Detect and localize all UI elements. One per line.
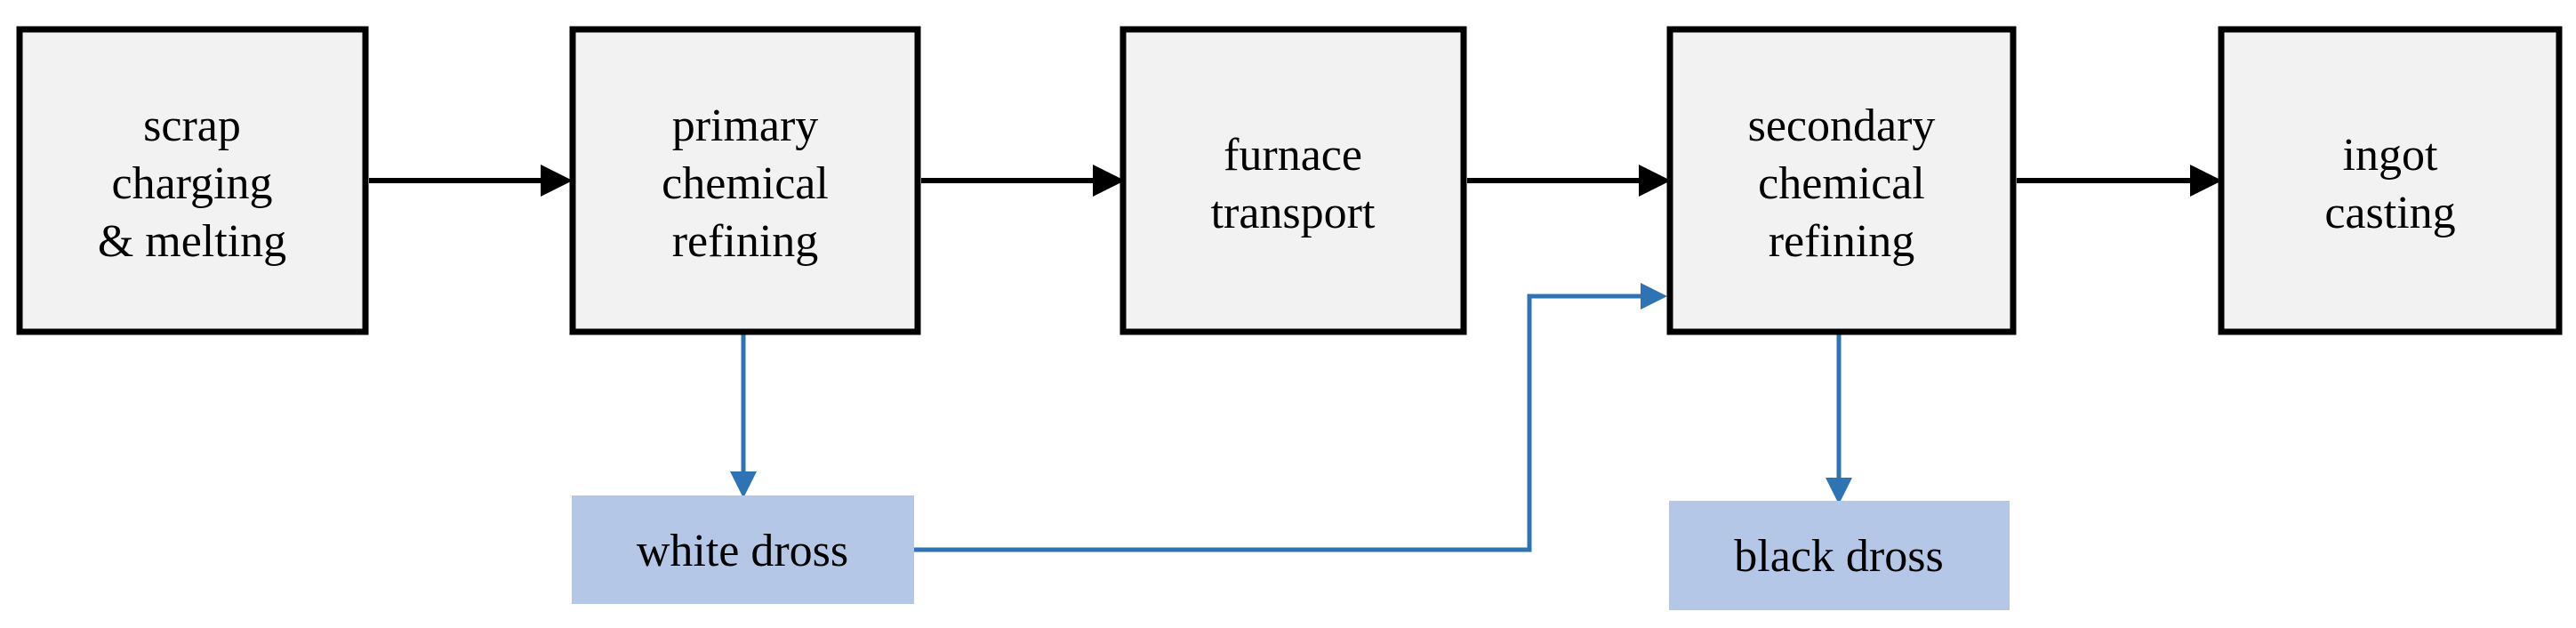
step-label-line: furnace [1224, 130, 1362, 181]
step-secondary-chemical-refining: secondary chemical refining [1666, 26, 2017, 335]
step-label-line: chemical [662, 158, 829, 209]
step-label-line: transport [1211, 188, 1376, 238]
step-label-line: & melting [98, 216, 286, 267]
step-label-line: primary [672, 101, 819, 151]
step-label-line: chemical [1758, 158, 1925, 209]
step-label-line: casting [2324, 188, 2455, 238]
step-label-line: refining [1769, 216, 1915, 267]
step-label-line: refining [672, 216, 819, 267]
byproduct-label: white dross [637, 526, 848, 576]
arrow-white-dross-to-secondary [914, 283, 1667, 552]
byproduct-black-dross: black dross [1669, 501, 2010, 610]
step-scrap-charging-melting: scrap charging & melting [16, 26, 369, 335]
step-ingot-casting: ingot casting [2218, 26, 2563, 335]
step-primary-chemical-refining: primary chemical refining [569, 26, 921, 335]
step-label-line: ingot [2343, 130, 2438, 181]
step-label-line: scrap [143, 101, 241, 151]
step-furnace-transport: furnace transport [1119, 26, 1467, 335]
byproduct-label: black dross [1734, 531, 1943, 582]
step-label-line: secondary [1748, 101, 1936, 151]
step-label-line: charging [112, 158, 273, 209]
byproduct-white-dross: white dross [572, 495, 914, 604]
